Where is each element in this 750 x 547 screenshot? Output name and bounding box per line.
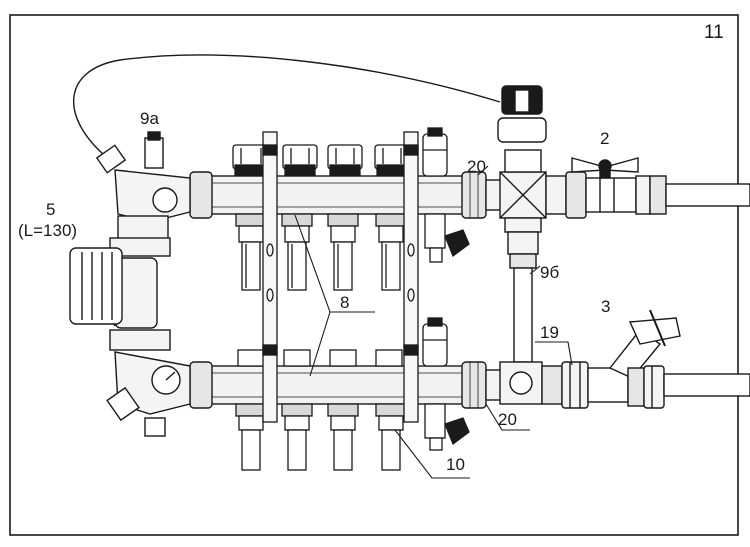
supply-outlets [235,213,470,291]
return-line-right [485,309,750,409]
label-3: 3 [601,297,610,316]
label-9b: 9б [540,263,559,282]
label-20-top: 20 [467,157,486,176]
supply-manifold [189,171,487,219]
label-9a: 9a [140,109,159,128]
label-5-note: (L=130) [18,221,77,240]
pump-group [69,131,191,437]
label-20-bottom: 20 [498,410,517,429]
figure-number: 11 [704,22,724,43]
label-5: 5 [46,200,55,219]
label-10: 10 [446,455,465,474]
mounting-brackets [262,131,419,423]
capillary-tube [73,54,501,161]
leader-lines [294,165,573,479]
return-manifold [189,361,487,409]
return-valve-caps [237,317,448,367]
label-8: 8 [340,293,349,312]
label-19: 19 [540,323,559,342]
supply-valve-caps [232,127,448,177]
label-2: 2 [600,129,609,148]
callout-labels: 2 3 5 (L=130) 8 9a 9б 10 19 20 20 [18,109,610,474]
supply-line-right [485,85,750,363]
